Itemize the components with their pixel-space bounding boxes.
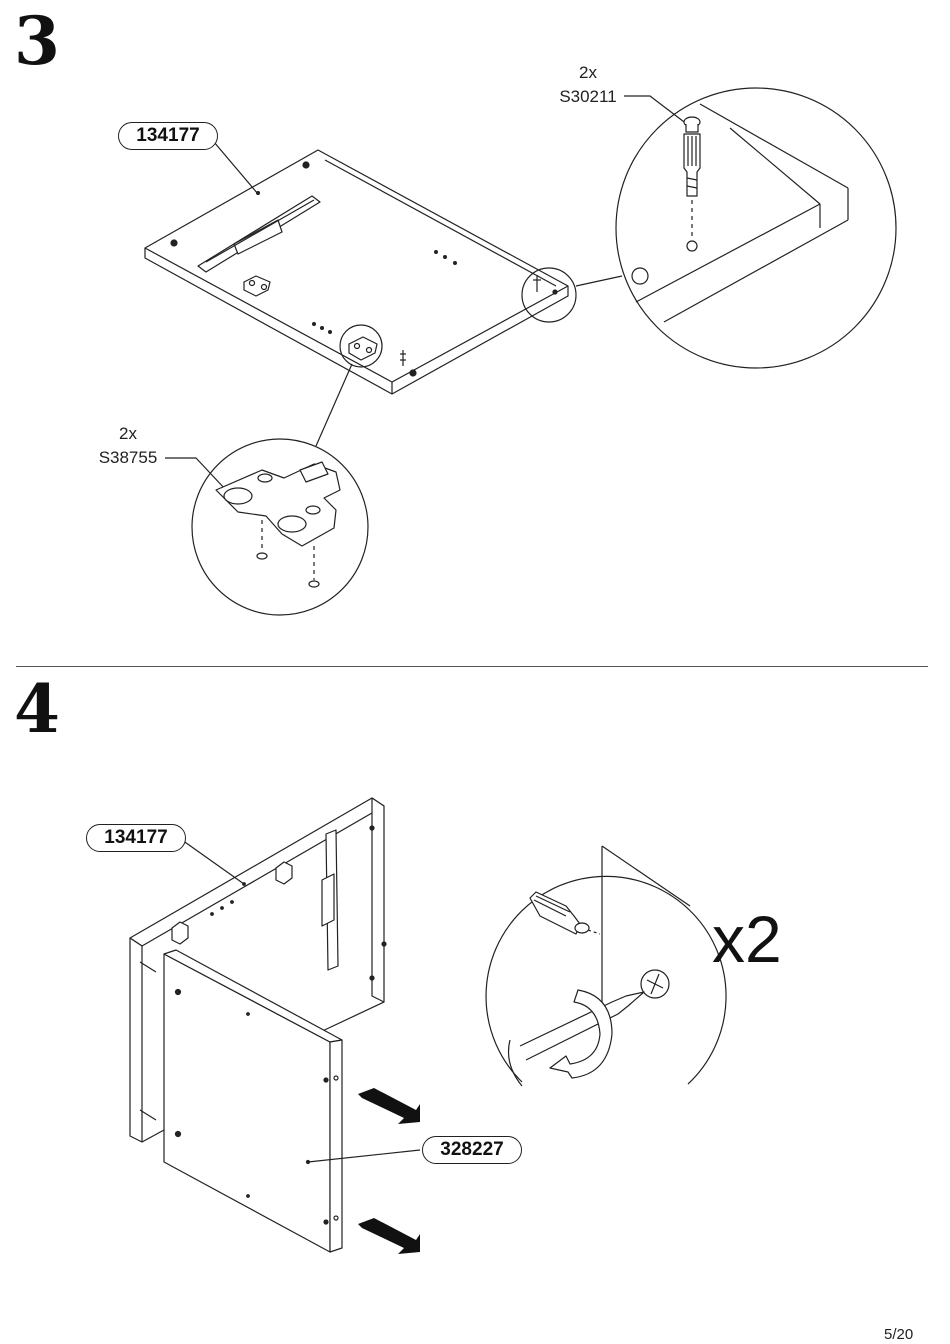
part-label-134177-step4: 134177 xyxy=(86,824,186,852)
repeat-count: x2 xyxy=(712,906,782,972)
fitting-b-qty: 2x xyxy=(104,424,152,444)
part-label-134177-step3: 134177 xyxy=(118,122,218,150)
cam-dowel-icon xyxy=(530,892,600,934)
fitting-b-code: S38755 xyxy=(92,448,164,468)
fitting-a-qty: 2x xyxy=(564,63,612,83)
detail-circle-cam-dowel xyxy=(616,88,896,368)
page-number: 5/20 xyxy=(884,1326,913,1343)
step-divider xyxy=(16,666,928,667)
cam-dowel-icon xyxy=(684,117,700,236)
detail-circle-hinge-plate xyxy=(192,439,368,615)
push-arrow-icon xyxy=(358,1088,420,1254)
step3-panel xyxy=(145,150,576,394)
hinge-plate-icon xyxy=(216,462,340,587)
fitting-a-code: S30211 xyxy=(552,87,624,107)
detail-circle-screwing xyxy=(486,846,726,1086)
part-label-328227: 328227 xyxy=(422,1136,522,1164)
phillips-head-icon xyxy=(641,970,669,998)
step4-side-panel xyxy=(164,950,342,1252)
